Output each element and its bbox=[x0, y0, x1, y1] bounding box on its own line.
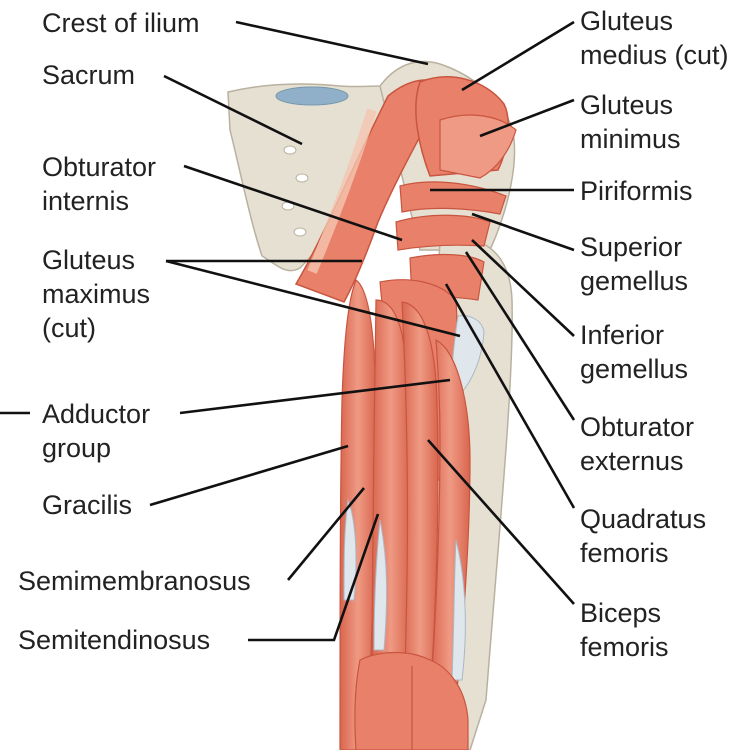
label-gluteus-maximus: Gluteus maximus (cut) bbox=[42, 243, 150, 345]
label-superior-gemellus: Superior gemellus bbox=[580, 230, 688, 298]
label-piriformis: Piriformis bbox=[580, 174, 693, 208]
label-adductor-group: Adductor group bbox=[42, 397, 150, 465]
label-gluteus-medius: Gluteus medius (cut) bbox=[580, 4, 729, 72]
label-semitendinosus: Semitendinosus bbox=[18, 623, 210, 657]
label-crest-of-ilium: Crest of ilium bbox=[42, 6, 200, 40]
sacrum-disc bbox=[276, 87, 348, 105]
label-semimembranosus: Semimembranosus bbox=[18, 564, 251, 598]
label-gracilis: Gracilis bbox=[42, 488, 132, 522]
label-gluteus-minimus: Gluteus minimus bbox=[580, 88, 681, 156]
label-quadratus-femoris: Quadratus femoris bbox=[580, 502, 706, 570]
label-obturator-internis: Obturator internis bbox=[42, 150, 156, 218]
semitendinosus-muscle bbox=[402, 302, 438, 700]
label-sacrum: Sacrum bbox=[42, 58, 135, 92]
label-obturator-externus: Obturator externus bbox=[580, 410, 694, 478]
label-biceps-femoris: Biceps femoris bbox=[580, 596, 669, 664]
label-inferior-gemellus: Inferior gemellus bbox=[580, 318, 688, 386]
